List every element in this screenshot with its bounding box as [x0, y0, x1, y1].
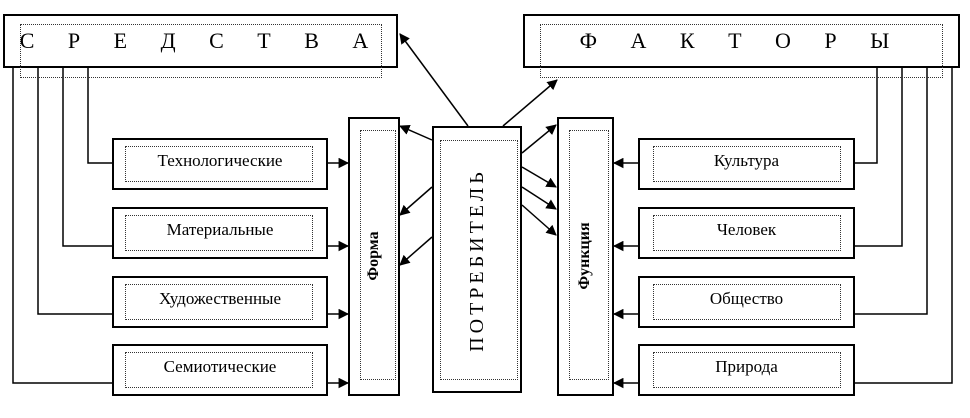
consumer-box-inner [440, 140, 518, 380]
arrow-consumer-means [399, 33, 469, 127]
consumer-box [432, 126, 522, 393]
form-label: Форма [365, 231, 382, 281]
factors-item-nature-inner [653, 352, 841, 388]
arrow-consumer-factors [502, 79, 558, 127]
factors-link-4 [855, 68, 953, 384]
function-box-inner [569, 130, 609, 380]
means-item-artistic-label: Художественные [158, 289, 282, 308]
means-link-1 [87, 68, 112, 164]
means-item-technological-label: Технологические [157, 151, 283, 170]
consumer-label: ПОТРЕБИТЕЛЬ [465, 168, 488, 352]
factors-link-1 [855, 68, 878, 164]
means-item-material-label: Материальные [166, 220, 274, 239]
arrow-consumer-function-1 [521, 124, 557, 154]
factors-item-society-inner [653, 284, 841, 320]
arrow-consumer-function-2 [521, 166, 557, 188]
means-item-semiotic-label: Семиотические [163, 357, 277, 376]
function-box [557, 117, 614, 396]
factors-link-2 [855, 68, 903, 247]
means-item-semiotic-inner [125, 352, 313, 388]
means-item-material-inner [125, 215, 313, 251]
function-label: Функция [576, 222, 593, 290]
arrow-consumer-form-3 [399, 236, 433, 266]
arrow-consumer-form-1 [399, 124, 433, 141]
factors-item-culture-label: Культура [713, 151, 780, 170]
means-item-artistic-inner [125, 284, 313, 320]
means-link-3 [37, 68, 112, 315]
factors-item-human-label: Человек [716, 220, 777, 239]
means-item-technological-inner [125, 146, 313, 182]
factors-item-nature-label: Природа [715, 357, 778, 376]
arrow-consumer-function-3 [521, 186, 557, 210]
means-title: С Р Е Д С Т В А [19, 28, 383, 53]
means-header [3, 14, 398, 68]
factors-header [523, 14, 960, 68]
factors-item-society-label: Общество [709, 289, 784, 308]
means-link-4 [12, 68, 112, 384]
factors-header-inner [540, 24, 943, 78]
form-box-inner [360, 130, 396, 380]
factors-title: Ф А К Т О Р Ы [579, 28, 904, 53]
means-link-2 [62, 68, 112, 247]
factors-item-human-inner [653, 215, 841, 251]
means-header-inner [20, 24, 382, 78]
factors-item-culture-inner [653, 146, 841, 182]
arrow-consumer-form-2 [399, 186, 433, 216]
factors-link-3 [855, 68, 928, 315]
form-box [348, 117, 400, 396]
arrow-consumer-function-4 [521, 204, 557, 236]
